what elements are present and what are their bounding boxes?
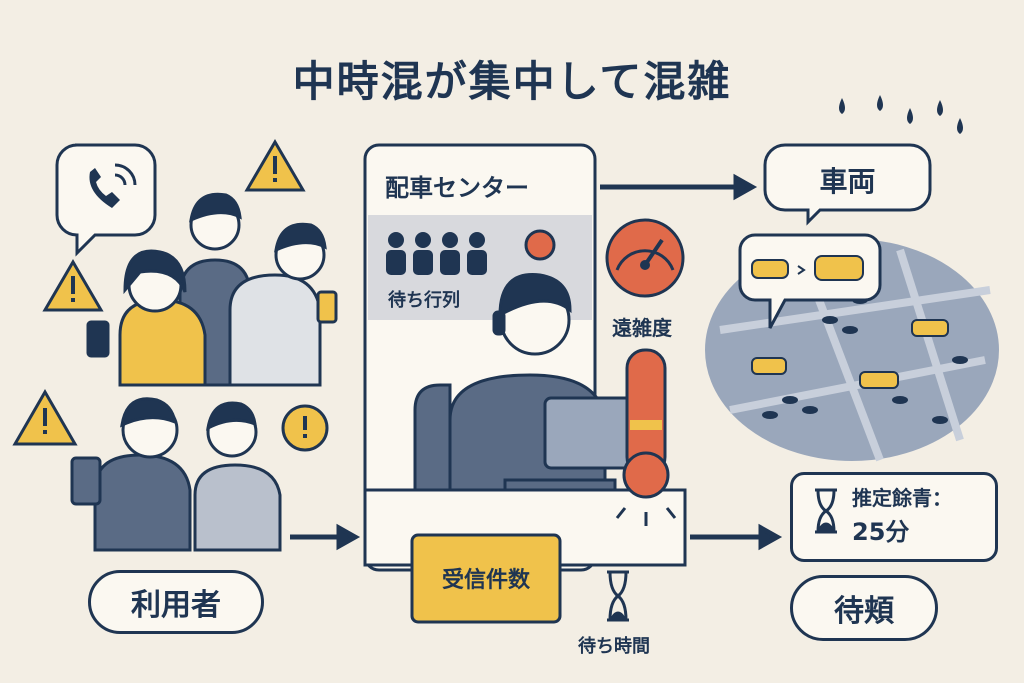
incoming-calls-label: 受信件数 [441,568,530,593]
wait-time-label: 待ち時間 [578,636,650,657]
car-icon [751,319,949,389]
car-transfer-bubble [738,233,882,329]
vehicles-bubble [763,143,932,226]
estimate-value: 25分 [852,518,910,546]
users-label: 利用者 [131,588,221,623]
congestion-label: 遠雑度 [612,316,672,340]
gauge-icon [605,218,685,298]
vehicles-label: 車両 [819,165,876,198]
alert-indicator-icon [524,229,556,261]
operator [413,273,637,492]
estimate-label: 推定餘青： [852,486,952,510]
page-title: 中時混が集中して混雑 [292,57,732,106]
flow-arrows [290,173,783,551]
hourglass-icon [607,570,629,622]
waiting-pill: 待頬 [790,575,938,641]
raindrops-icon [839,95,963,134]
thermometer-icon [615,348,677,526]
waiting-people [70,192,338,552]
incoming-calls-box [410,533,562,624]
queue-label: 待ち行列 [388,290,460,311]
users-pill: 利用者 [88,570,264,634]
phone-call-icon [55,143,157,257]
dispatch-center-title: 配車センター [385,174,529,202]
waiting-label: 待頬 [834,594,894,629]
queue-people-icon [386,232,487,275]
